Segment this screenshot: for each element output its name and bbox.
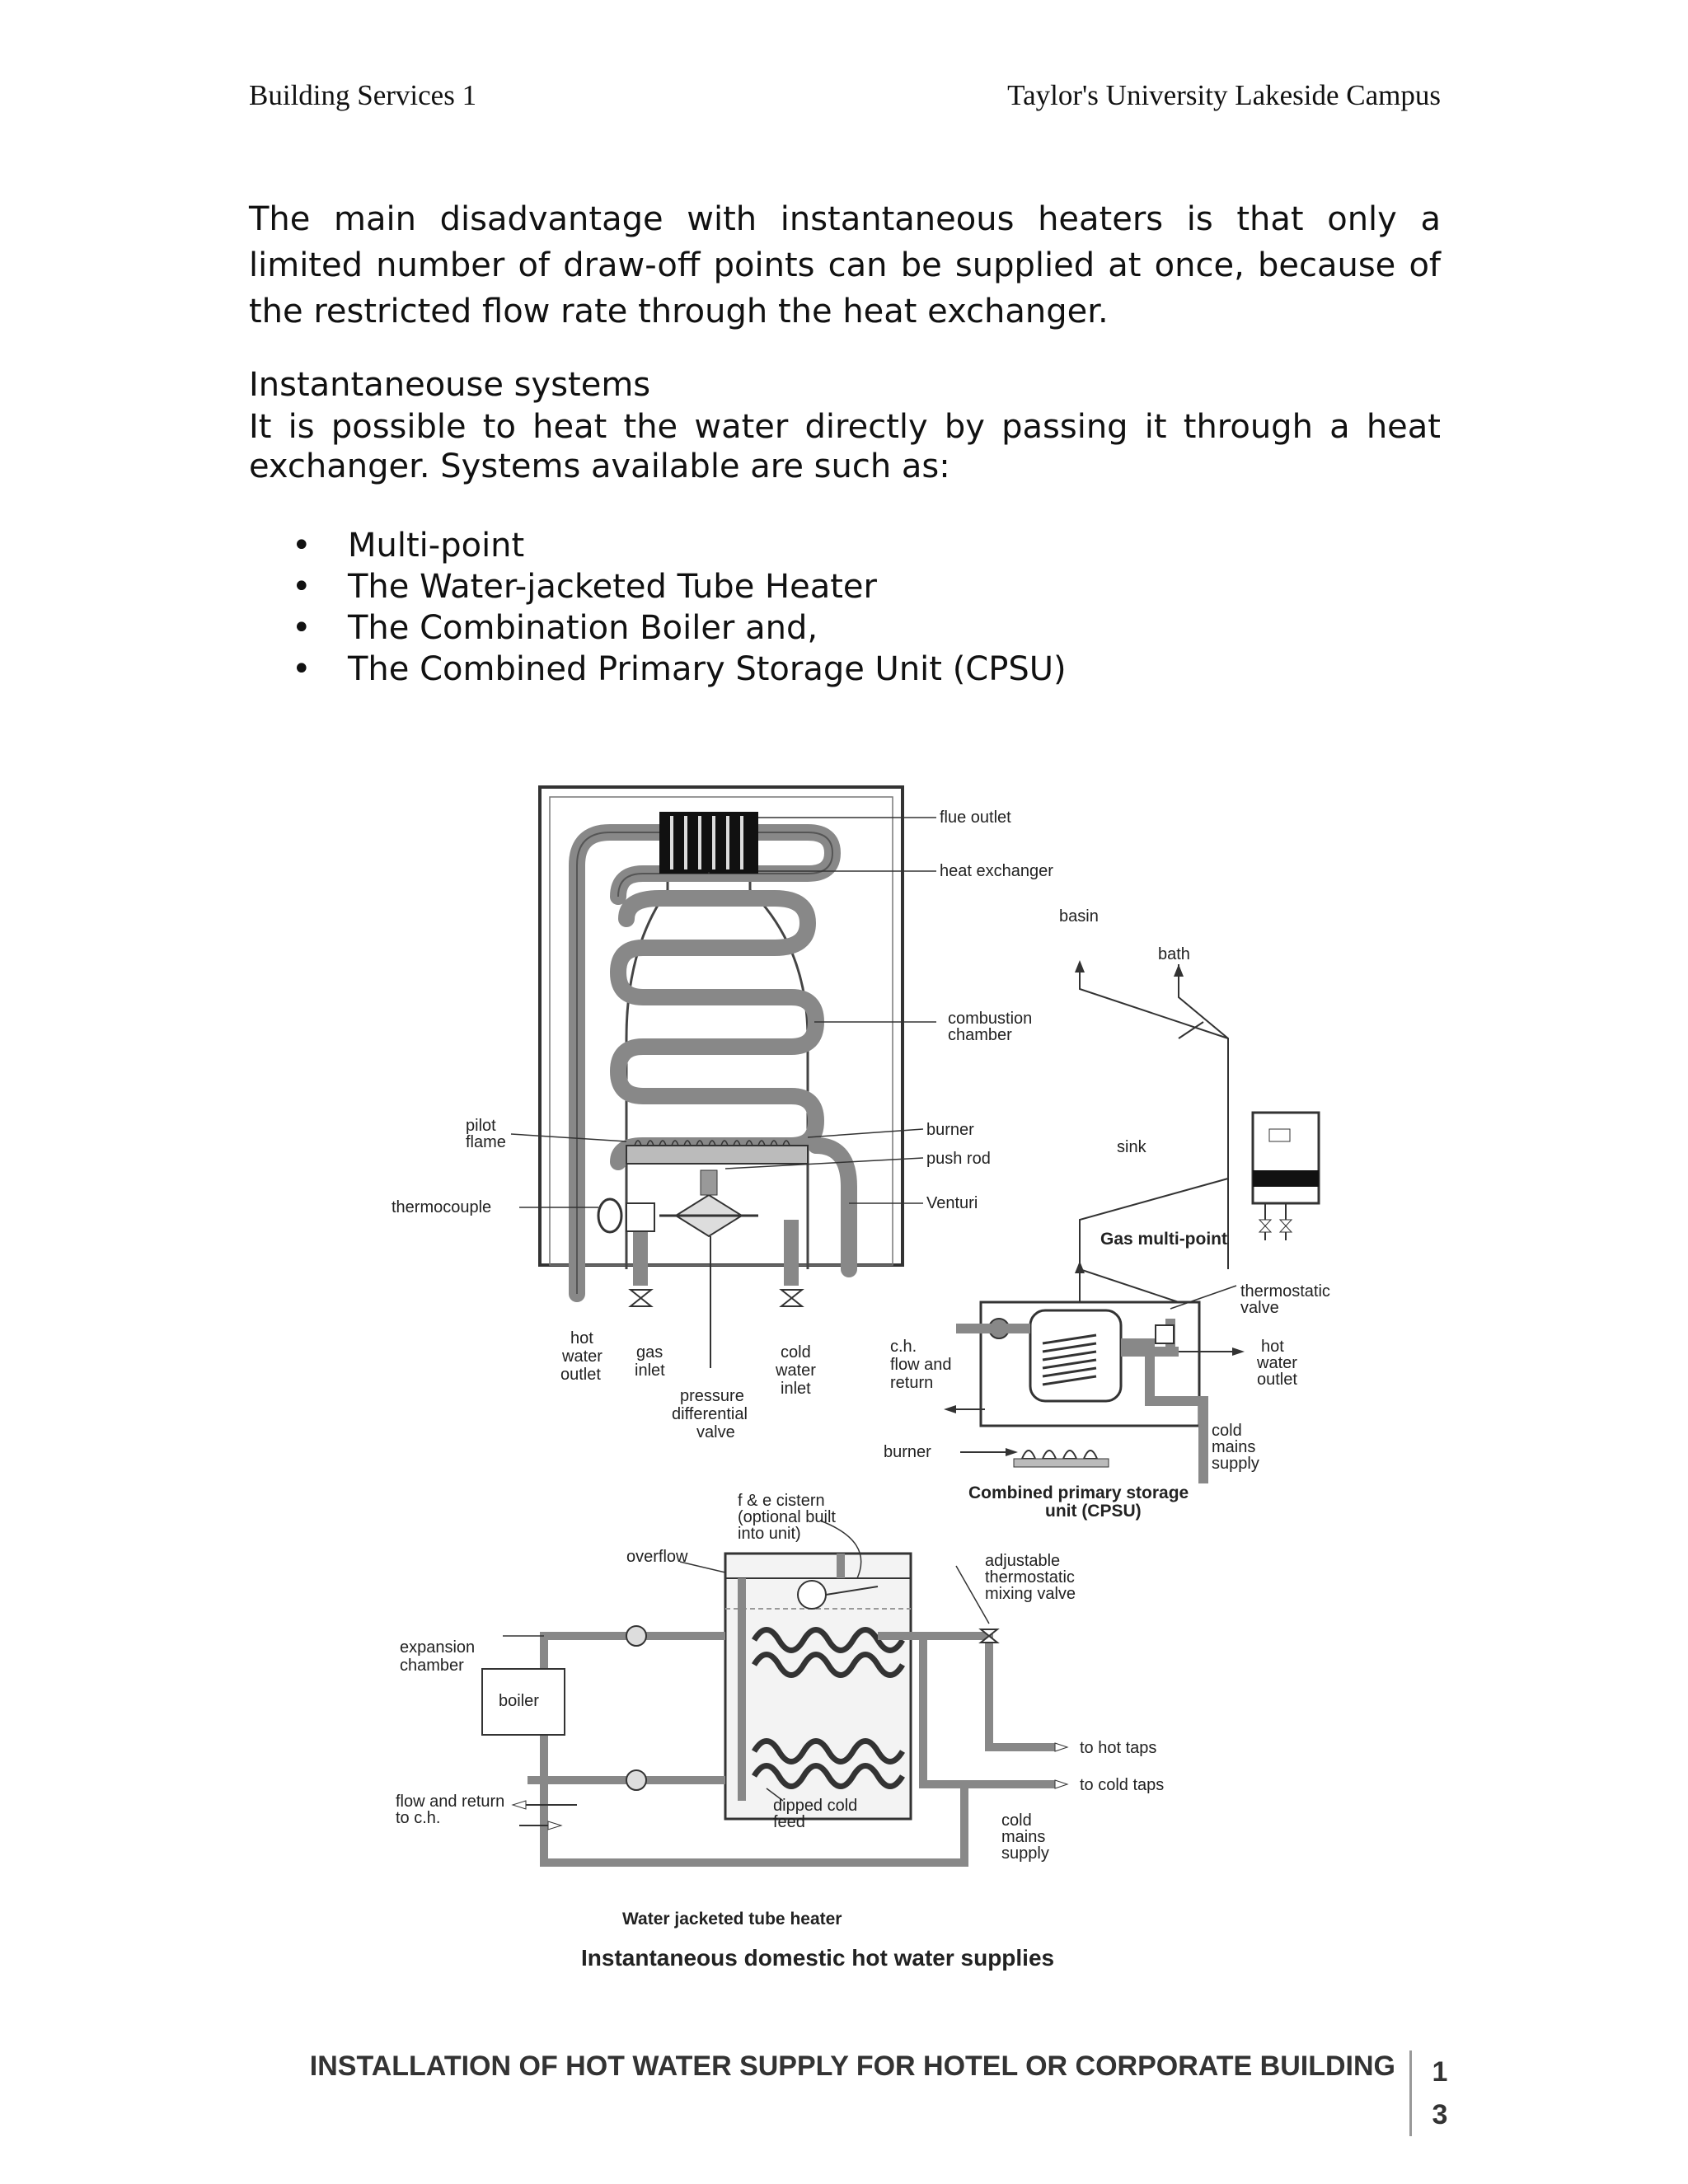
label-feed: feed	[773, 1813, 805, 1831]
label-hot: hot	[1261, 1338, 1284, 1356]
label-inlet: inlet	[781, 1380, 811, 1398]
cpsu-diagram: thermostatic valve c.h. flow and return …	[884, 1282, 1330, 1521]
header-institution: Taylor's University Lakeside Campus	[1007, 79, 1441, 112]
label-mixing-valve: mixing valve	[985, 1585, 1076, 1603]
label-chamber: chamber	[948, 1026, 1012, 1044]
label-mains: mains	[1001, 1828, 1045, 1846]
label-push-rod: push rod	[926, 1150, 991, 1168]
label-pilot: pilot	[466, 1117, 496, 1135]
hot-water-systems-figure: flue outlet heat exchanger combustion ch…	[379, 775, 1368, 1986]
label-supply: supply	[1212, 1455, 1259, 1473]
systems-list: Multi-point The Water-jacketed Tube Heat…	[249, 525, 1067, 690]
label-thermostatic: thermostatic	[1240, 1282, 1330, 1301]
label-into-unit: into unit)	[738, 1525, 801, 1543]
list-item: The Water-jacketed Tube Heater	[249, 566, 1067, 607]
label-sink: sink	[1117, 1138, 1147, 1156]
cpsu-title-line2: unit (CPSU)	[1045, 1502, 1142, 1521]
label-flame: flame	[466, 1133, 506, 1151]
page-number: 1 3	[1409, 2050, 1456, 2136]
label-water: water	[775, 1361, 816, 1380]
label-thermostatic: thermostatic	[985, 1568, 1075, 1586]
label-cold: cold	[1001, 1811, 1032, 1830]
gas-multipoint-diagram: basin bath sink Gas multi-point	[1059, 907, 1319, 1302]
header-course: Building Services 1	[249, 79, 476, 112]
label-differential: differential	[672, 1405, 748, 1423]
label-to-cold-taps: to cold taps	[1080, 1776, 1164, 1794]
section-title: Instantaneouse systems	[249, 364, 650, 405]
label-supply: supply	[1001, 1844, 1049, 1863]
paragraph-systems: It is possible to heat the water directl…	[249, 407, 1441, 486]
page-number-digit: 1	[1423, 2050, 1456, 2093]
label-return: return	[890, 1374, 933, 1392]
label-dipped-cold: dipped cold	[773, 1797, 857, 1815]
label-cistern: f & e cistern	[738, 1492, 825, 1510]
label-boiler: boiler	[499, 1692, 539, 1710]
label-combustion: combustion	[948, 1010, 1032, 1028]
label-overflow: overflow	[626, 1548, 688, 1566]
wjth-title: Water jacketed tube heater	[622, 1910, 842, 1929]
label-ch: c.h.	[890, 1338, 917, 1356]
label-optional-built: (optional built	[738, 1508, 836, 1526]
label-cold: cold	[1212, 1422, 1242, 1440]
label-mains: mains	[1212, 1438, 1255, 1456]
label-venturi: Venturi	[926, 1194, 978, 1212]
list-item: Multi-point	[249, 525, 1067, 566]
label-outlet: outlet	[1257, 1371, 1297, 1389]
cpsu-title-line1: Combined primary storage	[968, 1483, 1189, 1502]
label-thermocouple: thermocouple	[392, 1198, 491, 1216]
footer-title: INSTALLATION OF HOT WATER SUPPLY FOR HOT…	[310, 2050, 1395, 2083]
label-chamber: chamber	[400, 1657, 464, 1675]
label-heat-exchanger: heat exchanger	[940, 862, 1053, 880]
figure-caption: Instantaneous domestic hot water supplie…	[581, 1945, 1054, 1971]
label-hot: hot	[570, 1329, 593, 1347]
list-item: The Combined Primary Storage Unit (CPSU)	[249, 649, 1067, 690]
label-cold: cold	[781, 1343, 811, 1361]
list-item: The Combination Boiler and,	[249, 607, 1067, 649]
label-valve: valve	[1240, 1299, 1279, 1317]
label-outlet: outlet	[560, 1366, 601, 1384]
label-flue-outlet: flue outlet	[940, 808, 1011, 827]
label-adjustable: adjustable	[985, 1552, 1060, 1570]
label-water: water	[1256, 1354, 1297, 1372]
label-flow-and: flow and	[890, 1356, 952, 1374]
label-to-ch: to c.h.	[396, 1809, 440, 1827]
label-water: water	[561, 1347, 603, 1366]
water-jacketed-tube-heater-diagram: f & e cistern (optional built into unit)…	[396, 1492, 1164, 1929]
label-burner: burner	[926, 1121, 974, 1139]
label-gas: gas	[636, 1343, 663, 1361]
multipoint-heater-diagram: flue outlet heat exchanger combustion ch…	[392, 787, 1053, 1441]
gas-multipoint-title: Gas multi-point	[1100, 1230, 1227, 1249]
paragraph-disadvantage: The main disadvantage with instantaneous…	[249, 196, 1441, 335]
label-bath: bath	[1158, 945, 1190, 963]
label-pressure: pressure	[680, 1387, 744, 1405]
label-flow-and-return: flow and return	[396, 1793, 504, 1811]
label-expansion: expansion	[400, 1638, 475, 1657]
label-basin: basin	[1059, 907, 1099, 926]
label-inlet: inlet	[635, 1361, 665, 1380]
label-burner: burner	[884, 1443, 931, 1461]
label-valve: valve	[696, 1423, 735, 1441]
page-number-digit: 3	[1423, 2093, 1456, 2136]
label-to-hot-taps: to hot taps	[1080, 1739, 1156, 1757]
